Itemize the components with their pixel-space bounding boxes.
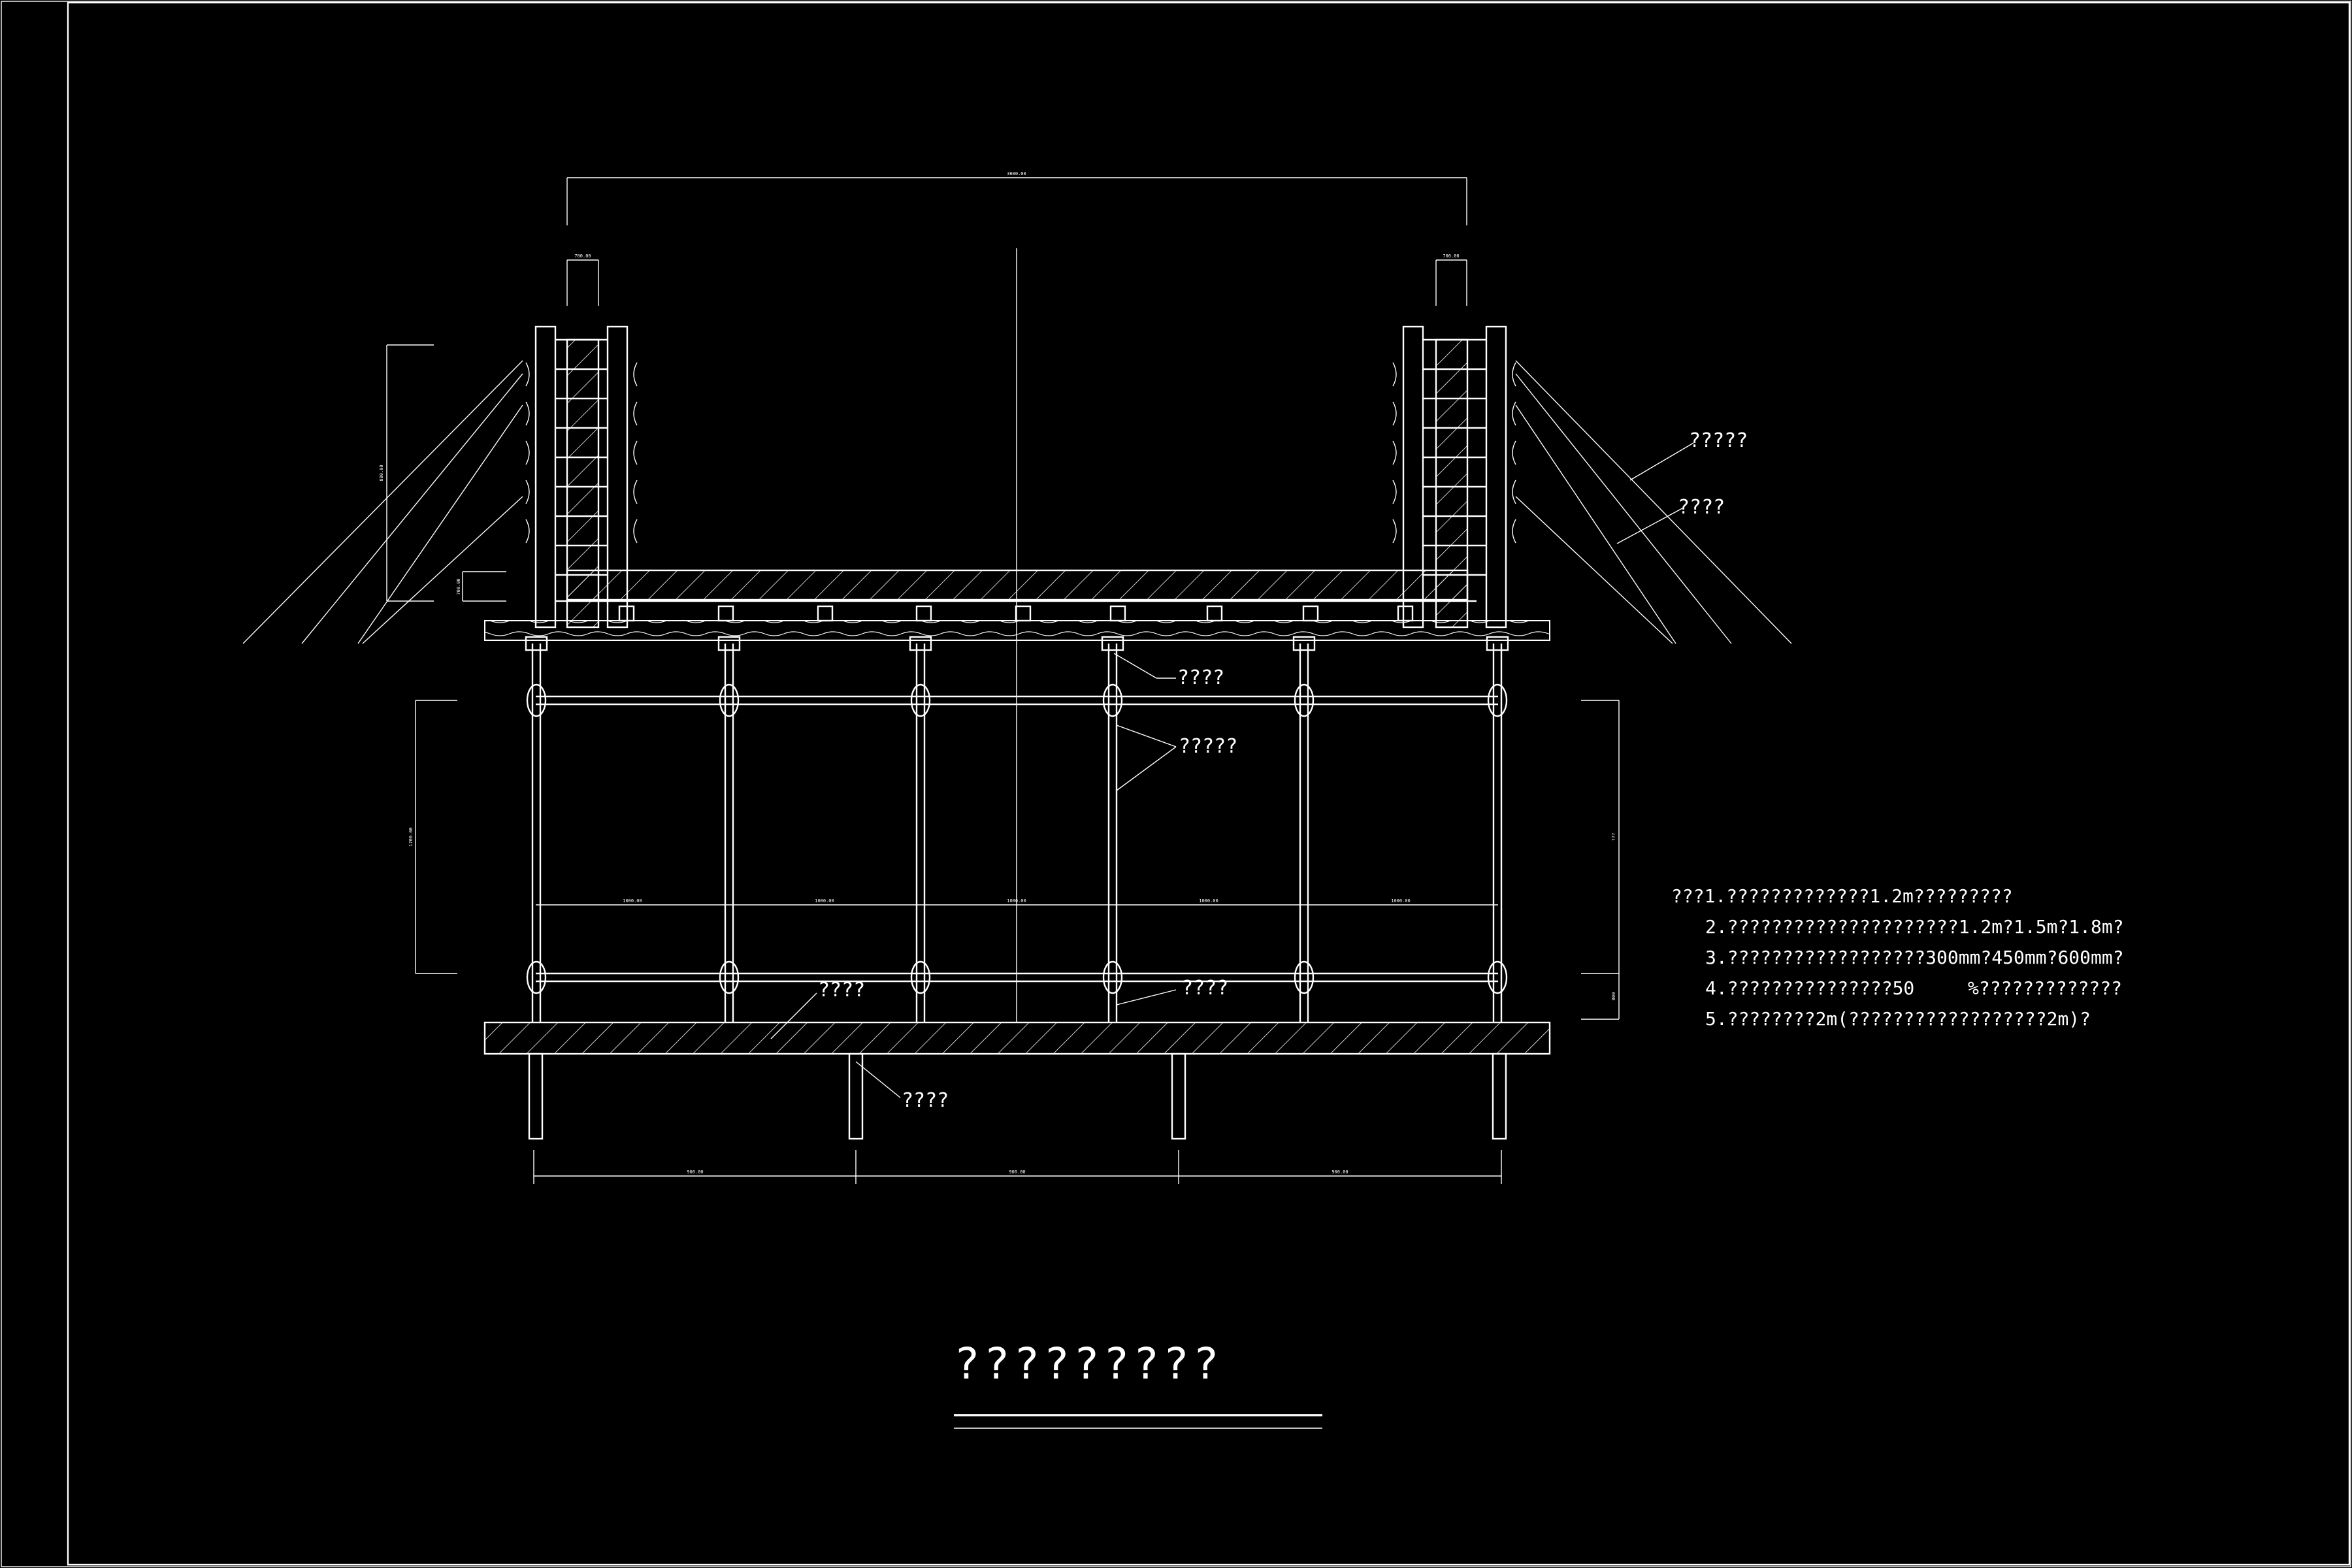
frame-height-dim: 1700.00	[408, 827, 414, 847]
foot-2-dim: 900.00	[1009, 1169, 1025, 1175]
label-tie-rod-b: ????	[1678, 496, 1725, 519]
note-1: ???1.?????????????1.2m?????????	[1671, 885, 2013, 907]
bay-3-dim: 1000.00	[1007, 898, 1026, 904]
drawing-title: ?????????	[954, 1339, 1223, 1389]
top-span-dim: 3600.00	[1007, 171, 1026, 176]
left-frame-dimension: 1700.00	[408, 700, 457, 974]
label-top-bracket: ????	[1177, 666, 1224, 689]
ground-slab	[483, 1021, 1551, 1055]
foot-1-dim: 900.00	[687, 1169, 703, 1175]
joist-blocks	[618, 605, 1414, 622]
note-2: 2.?????????????????????1.2m?1.5m?1.8m?	[1705, 916, 2124, 938]
label-tie-rod-a: ?????	[1689, 429, 1748, 452]
note-4-cont: %?????????????	[1968, 977, 2122, 999]
bay-2-dim: 1000.00	[815, 898, 834, 904]
right-diagonal-braces	[1515, 360, 1792, 644]
notes-block: ???1.?????????????1.2m????????? 2.??????…	[1671, 885, 2124, 1030]
label-ground-pile: ????	[902, 1089, 949, 1112]
bottom-right-dim: 800	[1611, 992, 1616, 1001]
left-diagonal-braces	[242, 360, 523, 644]
leader-lines	[770, 442, 1694, 1098]
pile-supports	[523, 1053, 1512, 1140]
concrete-slab	[566, 569, 1469, 601]
timber-beam	[484, 620, 1550, 641]
bay-5-dim: 1000.00	[1391, 898, 1411, 904]
right-col-dim: 700.00	[1443, 253, 1459, 259]
bay-4-dim: 1000.00	[1199, 898, 1218, 904]
column-dimensions: 700.00 700.00	[566, 253, 1467, 306]
left-height-dimension: 800.00 700.00	[379, 344, 506, 602]
couplers	[525, 636, 1509, 994]
inner-frame	[67, 1, 2351, 1566]
note-3: 3.??????????????????300mm?450mm?600mm?	[1705, 947, 2124, 968]
label-base-support: ????	[818, 979, 865, 1002]
label-steel-pipe: ?????	[1179, 735, 1237, 758]
right-side-dim: ???	[1611, 833, 1616, 841]
left-col-dim: 700.00	[574, 253, 591, 259]
right-frame-dimension: ??? 800	[1581, 700, 1620, 1020]
note-5: 5.????????2m(??????????????????2m)?	[1705, 1008, 2091, 1030]
lower-gap-dim: 700.00	[456, 578, 461, 595]
top-dimension: 3600.00	[566, 171, 1467, 225]
bottom-dimension: 900.00 900.00 900.00	[533, 1150, 1502, 1184]
note-4: 4.???????????????50	[1705, 977, 1914, 999]
scaffold-frame	[531, 644, 1503, 1022]
wall-height-dim: 800.00	[379, 465, 384, 481]
label-adjust-screw: ????	[1181, 977, 1228, 1000]
bay-1-dim: 1000.00	[623, 898, 642, 904]
foot-3-dim: 900.00	[1331, 1169, 1348, 1175]
